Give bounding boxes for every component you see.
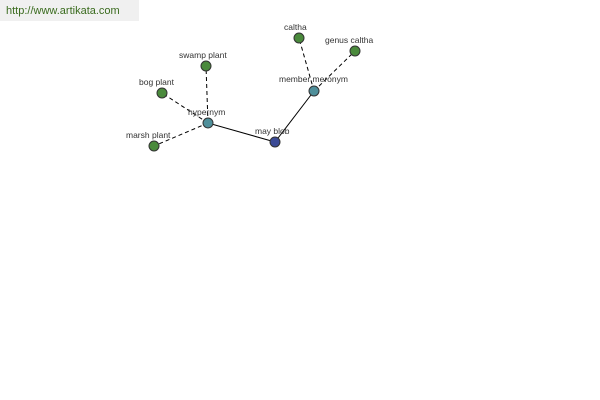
label-bog-plant: bog plant [139,77,175,87]
node-genus-caltha[interactable] [349,45,361,57]
node-swamp-plant[interactable] [200,60,212,72]
edge-hypernym-to-bog-plant [161,92,209,124]
label-caltha: caltha [284,22,307,32]
edge-may-blob-to-member-meronym [274,90,315,143]
edge-hypernym-to-swamp-plant [205,65,209,124]
label-may-blob: may blob [255,126,290,136]
node-hypernym[interactable] [202,117,214,129]
labels-layer: may blob hypernym member meronym swamp plan… [126,22,373,140]
nodes-layer [148,32,361,152]
site-url-link[interactable]: http://www.artikata.com [6,4,120,17]
label-hypernym: hypernym [188,107,225,117]
label-genus-caltha: genus caltha [325,35,373,45]
edge-member-meronym-to-caltha [298,37,315,92]
label-marsh-plant: marsh plant [126,130,171,140]
edge-hypernym-to-marsh-plant [153,122,209,147]
node-caltha[interactable] [293,32,305,44]
node-may-blob[interactable] [269,136,281,148]
node-member-meronym[interactable] [308,85,320,97]
edges-layer [153,37,356,147]
node-bog-plant[interactable] [156,87,168,99]
node-marsh-plant[interactable] [148,140,160,152]
edge-member-meronym-to-genus-caltha [313,50,356,92]
edge-may-blob-to-hypernym [207,122,276,143]
url-banner: http://www.artikata.com [0,0,139,21]
label-member-meronym: member meronym [279,74,348,84]
label-swamp-plant: swamp plant [179,50,227,60]
